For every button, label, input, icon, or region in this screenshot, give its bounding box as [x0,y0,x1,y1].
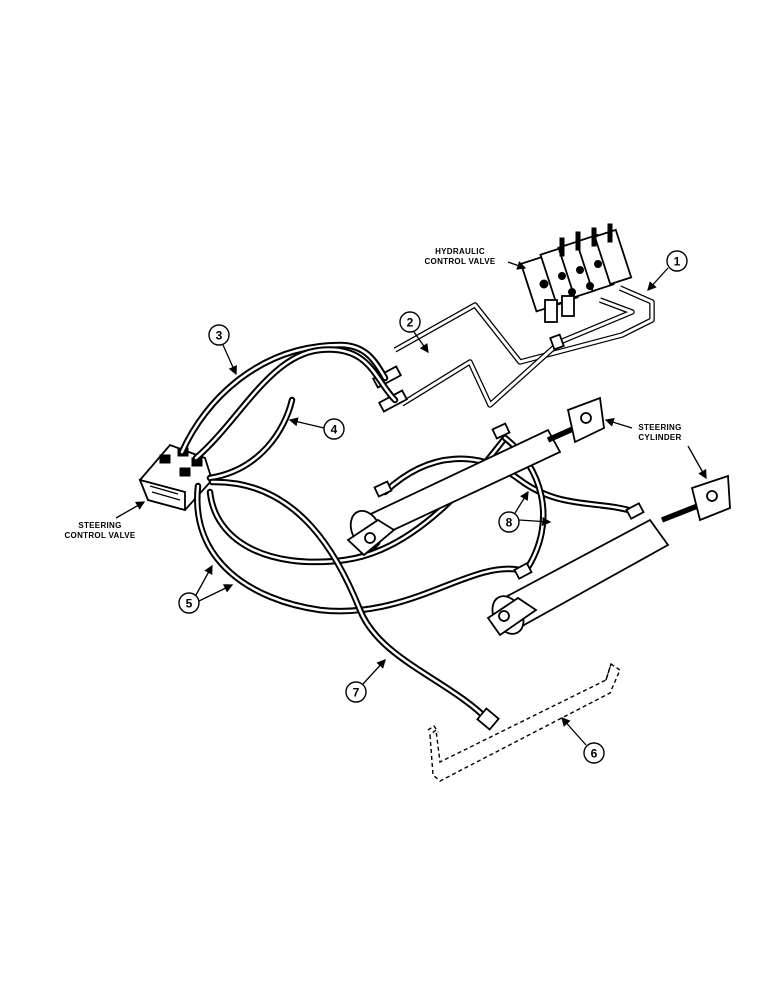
hose-3 [178,341,389,456]
callout-5: 5 [178,564,234,614]
hydraulic-label-line1: HYDRAULIC [435,247,485,256]
callout-4-number: 4 [331,423,338,437]
callout-7-number: 7 [353,686,360,700]
callout-8: 8 [498,490,552,533]
hose-7 [208,478,500,731]
steel-tube-1 [393,285,655,408]
hydraulic-control-valve [519,223,633,323]
callout-6-number: 6 [591,747,598,761]
callout-1-number: 1 [674,255,681,269]
callout-3: 3 [208,324,237,376]
callout-6: 6 [561,717,605,764]
steering-control-valve-label: STEERING CONTROL VALVE [64,501,146,540]
callout-8-number: 8 [506,516,513,530]
steering-cylinder-label-line1: STEERING [638,423,681,432]
callout-3-number: 3 [216,329,223,343]
steering-valve-label-line1: STEERING [78,521,121,530]
callout-2-number: 2 [407,316,414,330]
callout-7: 7 [345,659,386,703]
steering-cylinder-upper [346,396,605,557]
dashed-frame-part [427,662,621,782]
hose-4 [192,346,399,482]
steering-cylinder-label-line2: CYLINDER [638,433,681,442]
callout-4: 4 [288,417,345,440]
steering-valve-label-line2: CONTROL VALVE [64,531,135,540]
callout-5-number: 5 [186,597,193,611]
hydraulic-control-valve-label: HYDRAULIC CONTROL VALVE [424,247,527,270]
callout-1: 1 [647,250,688,291]
steering-cylinder-lower [486,474,731,637]
steering-cylinder-label: STEERING CYLINDER [604,417,707,480]
hydraulic-label-line2: CONTROL VALVE [424,257,495,266]
callout-2: 2 [399,311,429,354]
